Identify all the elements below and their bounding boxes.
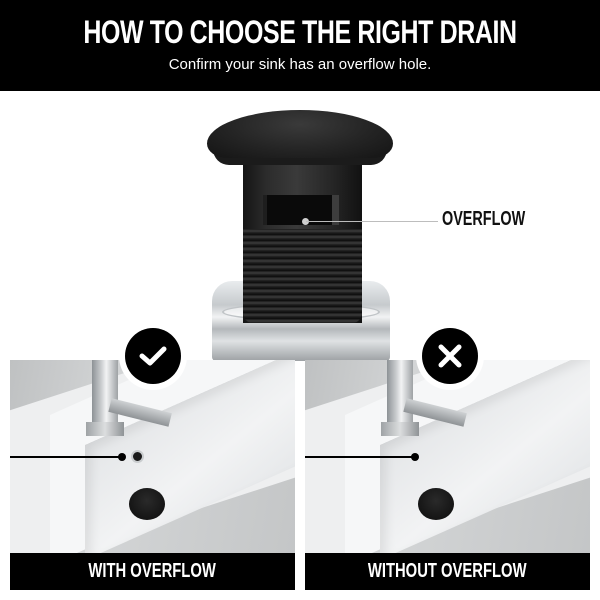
- page-title: HOW TO CHOOSE THE RIGHT DRAIN: [83, 14, 517, 50]
- drain-cap: [207, 110, 393, 158]
- drain-threads: [243, 229, 362, 323]
- drain-product-image: OVERFLOW: [0, 91, 600, 361]
- pointer-dot: [411, 453, 419, 461]
- panel-with-overflow: WITH OVERFLOW: [10, 360, 295, 590]
- check-icon: [139, 346, 167, 366]
- pointer-line: [305, 456, 415, 458]
- page-subtitle: Confirm your sink has an overflow hole.: [168, 56, 432, 73]
- cross-icon: [438, 344, 462, 368]
- overflow-callout-dot: [302, 218, 309, 225]
- header-banner: HOW TO CHOOSE THE RIGHT DRAIN Confirm yo…: [0, 0, 600, 91]
- drain-overflow-slot: [263, 195, 339, 225]
- pointer-dot: [118, 453, 126, 461]
- faucet-base: [86, 422, 124, 436]
- panel-without-overflow: WITHOUT OVERFLOW: [305, 360, 590, 590]
- sink-scene: [305, 360, 590, 580]
- panel-label-text: WITH OVERFLOW: [88, 560, 217, 582]
- panel-label-text: WITHOUT OVERFLOW: [368, 560, 527, 582]
- sink-scene: [10, 360, 295, 580]
- faucet: [92, 360, 118, 434]
- overflow-callout-label: OVERFLOW: [442, 208, 526, 230]
- faucet-base: [381, 422, 419, 436]
- sink-drain: [129, 488, 165, 520]
- overflow-hole: [131, 450, 144, 463]
- pointer-line: [10, 456, 122, 458]
- check-badge: [119, 322, 187, 390]
- panel-label: WITHOUT OVERFLOW: [305, 553, 590, 590]
- sink-drain: [418, 488, 454, 520]
- cross-badge: [416, 322, 484, 390]
- overflow-callout-line: [306, 221, 438, 222]
- panel-label: WITH OVERFLOW: [10, 553, 295, 590]
- faucet: [387, 360, 413, 434]
